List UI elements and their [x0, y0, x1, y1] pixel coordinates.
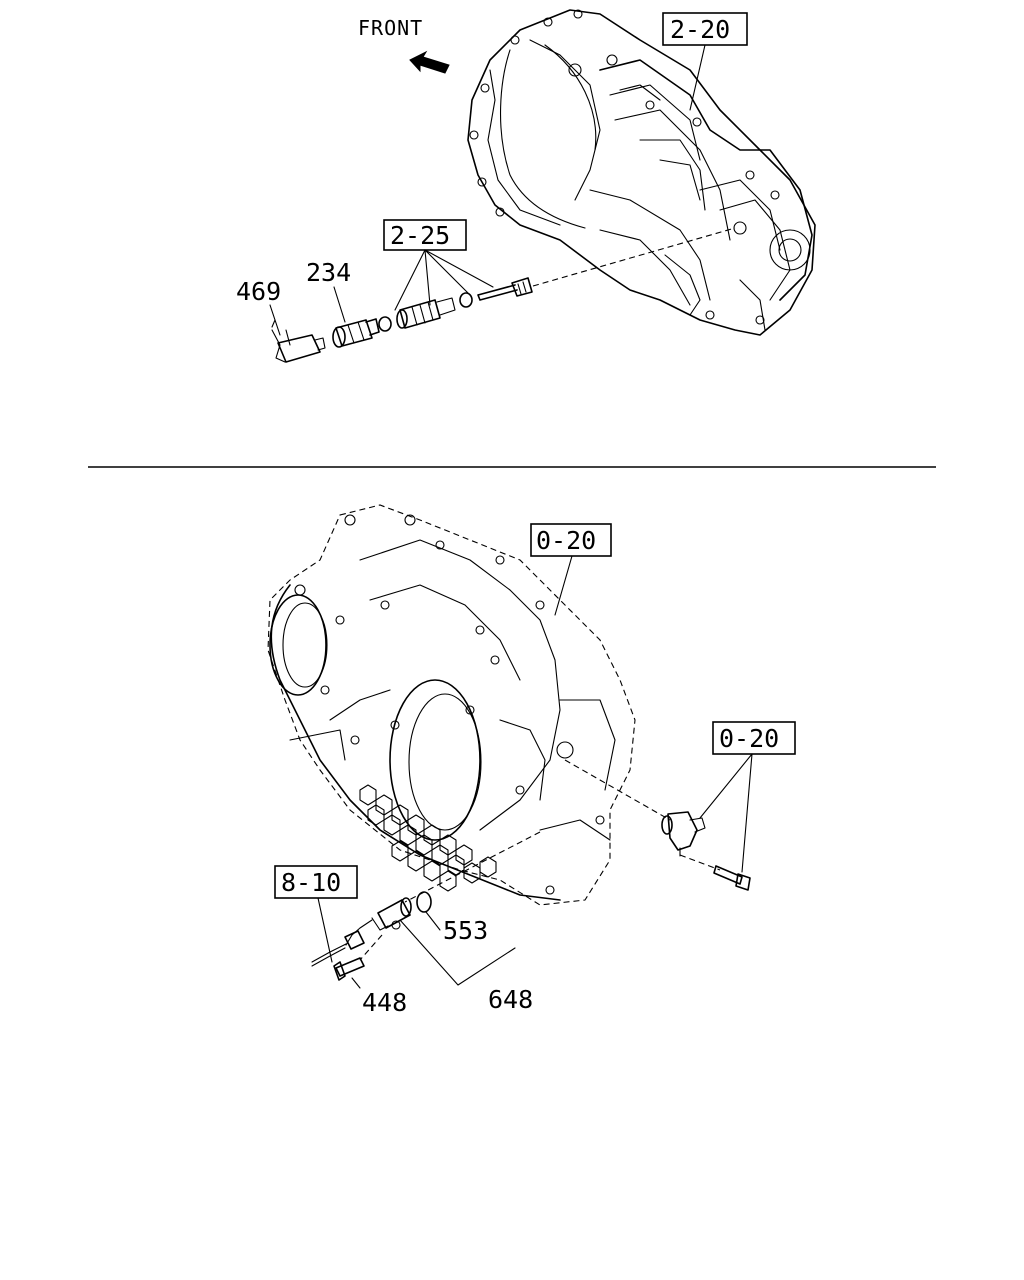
part-234-label: 234 [306, 258, 351, 287]
leader-2-25 [394, 249, 494, 311]
part-469-label: 469 [236, 277, 281, 306]
ref-8-10-label: 8-10 [281, 868, 341, 897]
part-448-label: 448 [362, 988, 407, 1017]
speedometer-parts [271, 227, 736, 363]
front-arrow-icon [409, 50, 450, 74]
ref-2-20-label: 2-20 [670, 15, 730, 44]
leader-448 [351, 977, 361, 989]
leader-553 [425, 911, 441, 931]
crank-sensor-left [311, 831, 541, 981]
front-label: FRONT [358, 16, 423, 40]
transmission-drawing [467, 9, 816, 336]
ref-2-25-label: 2-25 [390, 221, 450, 250]
front-indicator: FRONT [358, 16, 450, 74]
leader-2-20 [689, 44, 706, 111]
ref-box-2-25[interactable]: 2-25 [383, 219, 467, 251]
leader-0-20-main [554, 555, 573, 616]
leader-648 [399, 919, 516, 986]
flywheel-housing-drawing [267, 504, 636, 906]
ref-box-0-20-main[interactable]: 0-20 [530, 523, 612, 557]
crank-sensor-right [564, 759, 751, 891]
ref-0-20-main-label: 0-20 [536, 526, 596, 555]
leader-8-10 [317, 897, 333, 963]
leader-469 [269, 304, 281, 336]
ref-0-20-sensor-label: 0-20 [719, 724, 779, 753]
ref-box-2-20[interactable]: 2-20 [662, 12, 748, 46]
leader-234 [333, 286, 346, 323]
part-553-label: 553 [443, 916, 488, 945]
leader-0-20-sensor [699, 753, 753, 873]
ref-box-8-10[interactable]: 8-10 [274, 865, 358, 899]
ref-box-0-20-sensor[interactable]: 0-20 [712, 721, 796, 755]
part-648-label: 648 [488, 985, 533, 1014]
